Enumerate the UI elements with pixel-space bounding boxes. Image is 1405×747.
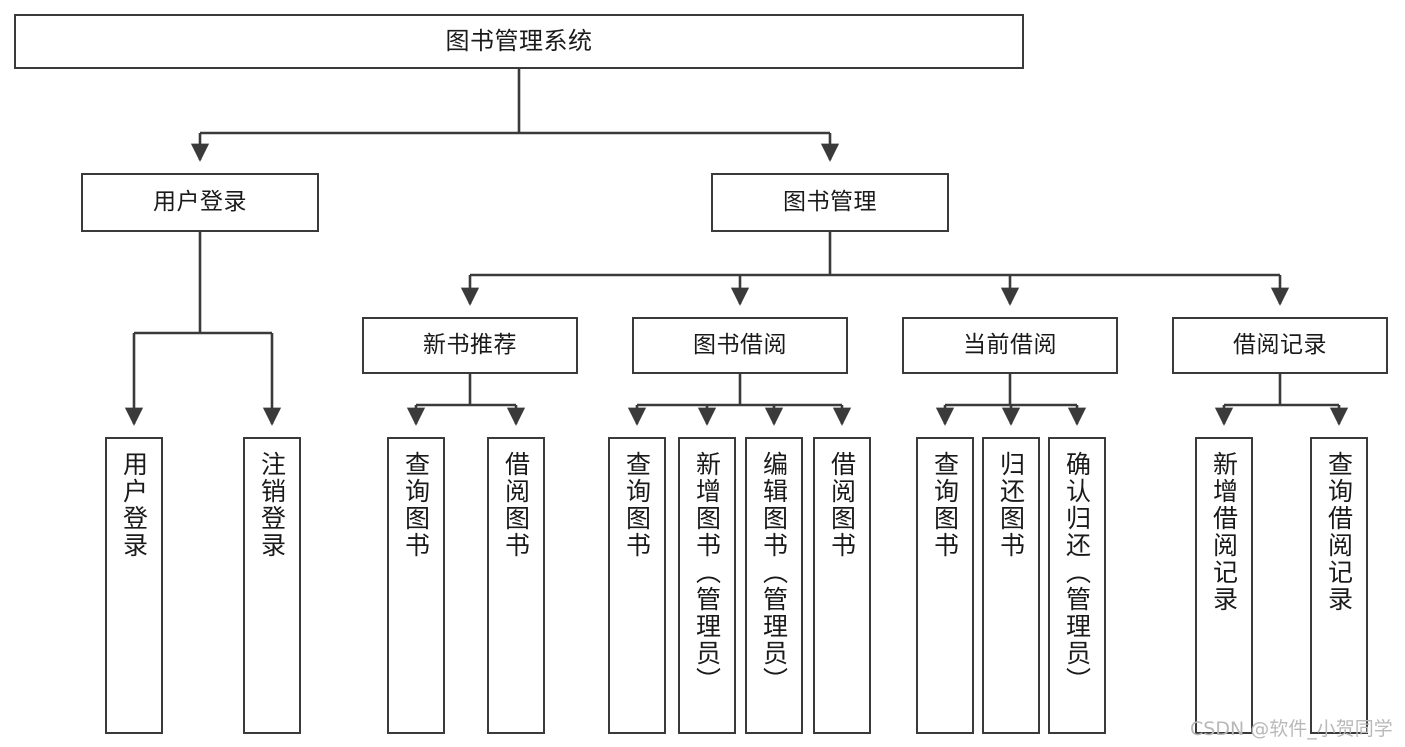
node-book-borrow[interactable]: 图书借阅 [632, 317, 848, 374]
leaf-add-book-admin[interactable]: 新增图书（管理员） [678, 437, 736, 734]
node-book-management[interactable]: 图书管理 [711, 173, 949, 232]
node-label: 图书管理 [783, 189, 877, 216]
node-label: 图书借阅 [693, 332, 787, 359]
leaf-user-login[interactable]: 用户登录 [105, 437, 163, 734]
node-borrow-record[interactable]: 借阅记录 [1172, 317, 1388, 374]
watermark: CSDN @软件_小贺同学 [1190, 718, 1393, 740]
node-user-login[interactable]: 用户登录 [81, 173, 319, 232]
leaf-borrow-books-recommend[interactable]: 借阅图书 [487, 437, 545, 734]
node-label: 用户登录 [153, 189, 247, 216]
leaf-query-books-current[interactable]: 查询图书 [916, 437, 974, 734]
node-label: 编辑图书（管理员） [759, 451, 789, 694]
node-root-system[interactable]: 图书管理系统 [14, 14, 1024, 69]
node-label: 图书管理系统 [445, 26, 593, 55]
node-label: 查询图书 [401, 451, 431, 559]
node-label: 借阅图书 [827, 451, 857, 559]
leaf-add-borrow-record[interactable]: 新增借阅记录 [1195, 437, 1253, 734]
node-label: 归还图书 [996, 451, 1026, 559]
node-label: 查询借阅记录 [1324, 451, 1354, 613]
node-label: 借阅记录 [1233, 332, 1327, 359]
node-label: 当前借阅 [963, 332, 1057, 359]
leaf-edit-book-admin[interactable]: 编辑图书（管理员） [745, 437, 803, 734]
node-label: 确认归还（管理员） [1062, 451, 1092, 694]
node-label: 新书推荐 [423, 332, 517, 359]
leaf-return-book[interactable]: 归还图书 [982, 437, 1040, 734]
node-label: 注销登录 [257, 451, 287, 559]
node-label: 查询图书 [622, 451, 652, 559]
leaf-logout[interactable]: 注销登录 [243, 437, 301, 734]
leaf-query-books-borrow[interactable]: 查询图书 [608, 437, 666, 734]
leaf-query-books-recommend[interactable]: 查询图书 [387, 437, 445, 734]
node-label: 查询图书 [930, 451, 960, 559]
node-label: 新增借阅记录 [1209, 451, 1239, 613]
leaf-query-borrow-record[interactable]: 查询借阅记录 [1310, 437, 1368, 734]
node-new-book-recommend[interactable]: 新书推荐 [362, 317, 578, 374]
node-label: 用户登录 [119, 451, 149, 559]
node-label: 借阅图书 [501, 451, 531, 559]
node-label: 新增图书（管理员） [692, 451, 722, 694]
leaf-confirm-return-admin[interactable]: 确认归还（管理员） [1048, 437, 1106, 734]
leaf-borrow-book[interactable]: 借阅图书 [813, 437, 871, 734]
node-current-borrow[interactable]: 当前借阅 [902, 317, 1118, 374]
